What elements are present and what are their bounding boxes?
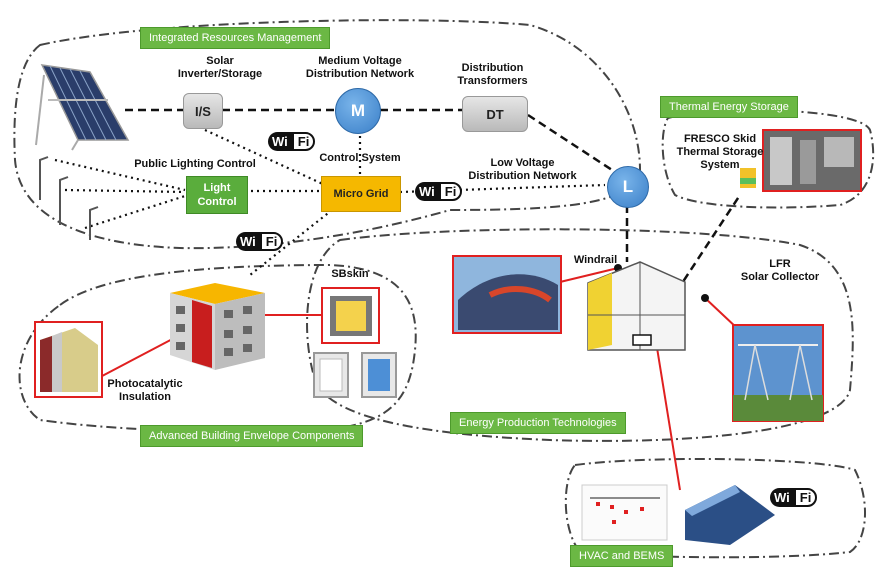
wifi-icon-part1: Wi	[415, 182, 439, 201]
wifi-icon-part2: Fi	[259, 232, 284, 251]
solar-panel-image	[35, 64, 130, 151]
wifi-icon-part1: Wi	[268, 132, 292, 151]
node-micro-grid: Micro Grid	[321, 176, 401, 212]
wifi-icon-part2: Fi	[438, 182, 463, 201]
label-windrail: Windrail	[573, 254, 618, 266]
node-medium-voltage: M	[335, 88, 381, 134]
tag-hvac-bems: HVAC and BEMS	[570, 545, 674, 567]
integrated-boundary	[13, 19, 642, 250]
node-inverter-storage: I/S	[183, 93, 223, 129]
tag-integrated-resources: Integrated Resources Management	[140, 27, 331, 49]
wifi-icon-part1: Wi	[236, 232, 260, 251]
production-boundary	[306, 228, 854, 442]
line-dt-l	[527, 113, 613, 172]
lfr-image	[732, 324, 824, 422]
node-low-voltage: L	[607, 166, 649, 208]
label-lfr: LFR Solar Collector	[740, 258, 820, 283]
label-sbskin: SBskin	[331, 268, 369, 280]
wifi-icon-part1: Wi	[770, 488, 794, 507]
label-solar-inverter: Solar Inverter/Storage	[177, 55, 263, 80]
tag-thermal-storage: Thermal Energy Storage	[660, 96, 798, 118]
street-lamp-icons	[39, 156, 99, 240]
label-distribution-transformers: Distribution Transformers	[457, 62, 528, 87]
windrail-image	[452, 255, 562, 334]
hvac-images	[581, 484, 775, 545]
label-public-lighting: Public Lighting Control	[134, 158, 256, 170]
house-image	[587, 261, 686, 351]
building-image	[170, 283, 265, 370]
label-mv-network: Medium Voltage Distribution Network	[305, 55, 415, 80]
label-lv-network: Low Voltage Distribution Network	[468, 157, 577, 182]
sbskin-images	[313, 287, 397, 398]
fresco-image	[740, 129, 862, 192]
envelope-boundary	[18, 263, 417, 433]
wifi-icon-part2: Fi	[291, 132, 316, 151]
tag-energy-production: Energy Production Technologies	[450, 412, 626, 434]
label-photocatalytic: Photocatalytic Insulation	[107, 378, 183, 403]
node-light-control: Light Control	[186, 176, 248, 214]
tag-building-envelope: Advanced Building Envelope Components	[140, 425, 364, 447]
photocatalytic-image	[34, 321, 103, 398]
label-fresco: FRESCO Skid Thermal Storage System	[676, 133, 764, 171]
wifi-icon-part2: Fi	[793, 488, 818, 507]
node-distribution-transformer: DT	[462, 96, 528, 132]
label-control-system: Control System	[319, 152, 401, 164]
